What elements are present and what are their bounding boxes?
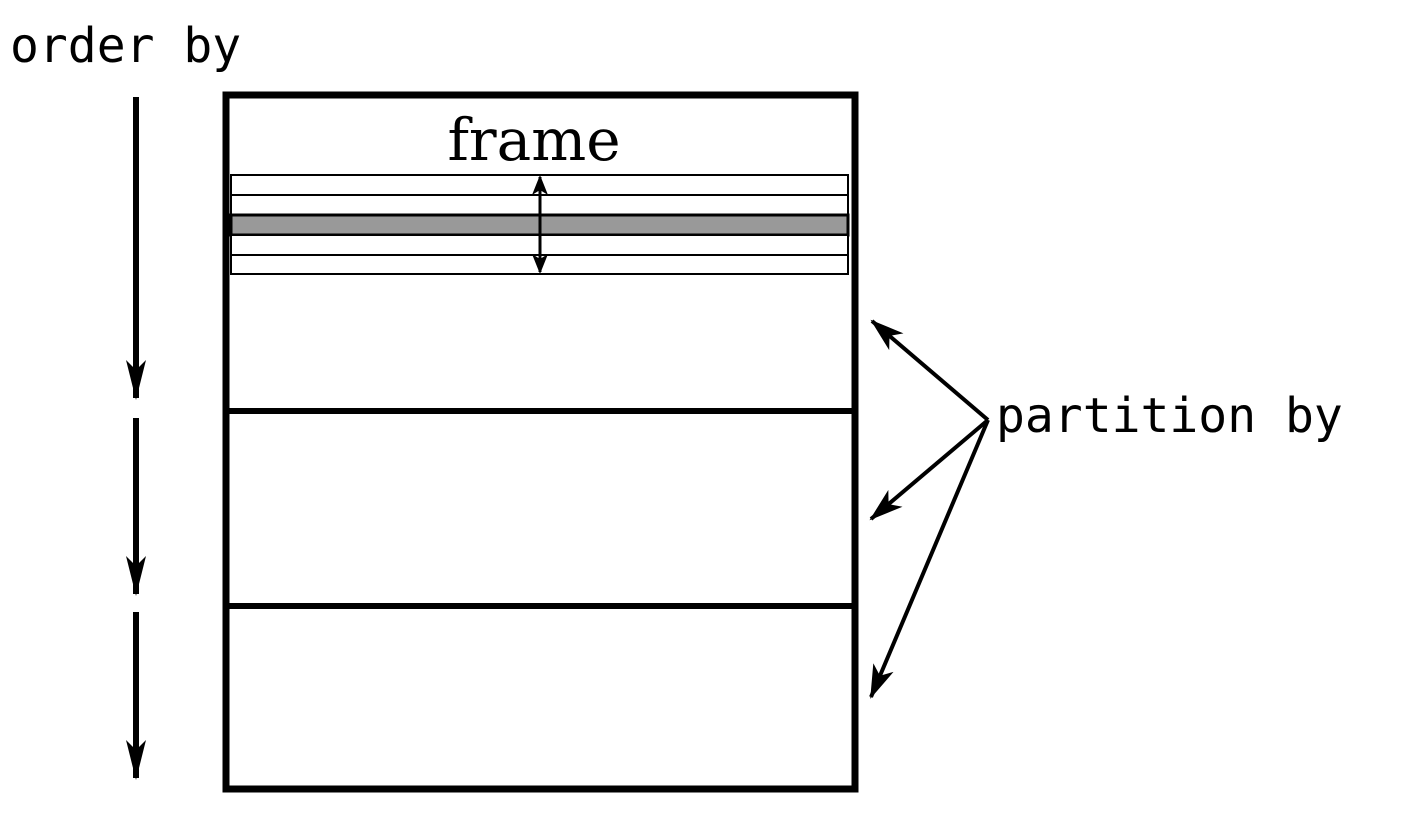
partition-by-label: partition by [996,388,1343,444]
table-outline [222,91,859,793]
partition-arrow-3 [869,419,990,699]
partition-by-arrows [869,319,990,699]
table-border [222,91,859,793]
frame-label: frame [447,106,620,174]
partition-arrow-2 [869,418,990,521]
order-by-label: order by [10,18,241,74]
partition-arrow-1 [870,319,990,422]
